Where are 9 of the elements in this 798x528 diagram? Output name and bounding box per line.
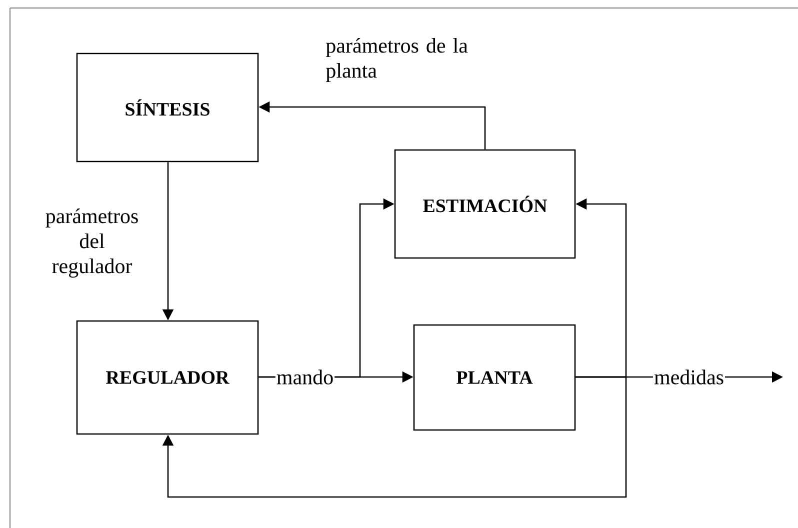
process-box: PLANTA <box>413 324 576 431</box>
edge-label: parámetros del regulador <box>44 207 140 279</box>
process-box: REGULADOR <box>76 320 259 435</box>
edge-label: medidas <box>653 368 725 386</box>
edge-label: parámetros de la planta <box>324 36 472 84</box>
edge-label: mando <box>275 368 335 386</box>
process-box: ESTIMACIÓN <box>394 149 576 259</box>
process-box: SÍNTESIS <box>76 52 259 162</box>
arrow <box>162 376 627 498</box>
